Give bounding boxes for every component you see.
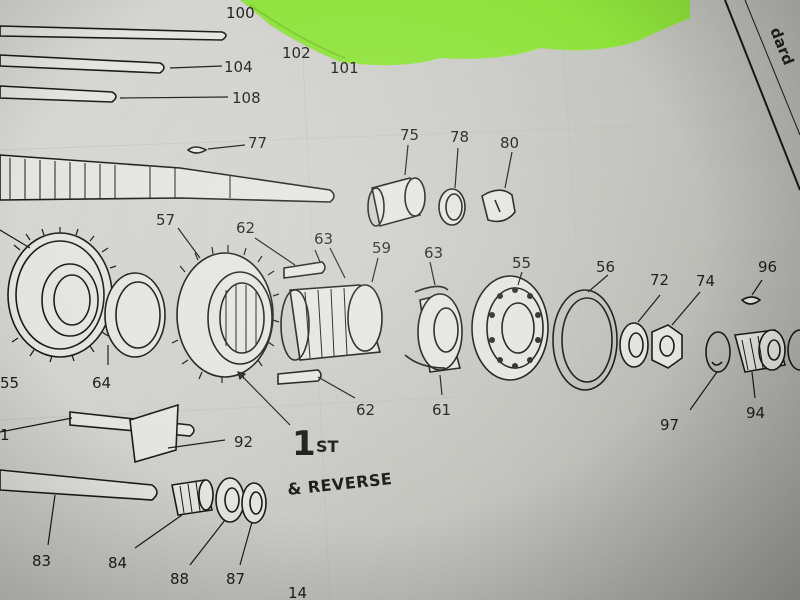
label-55-left: 55: [0, 374, 19, 392]
hub-61: [417, 293, 463, 373]
label-92: 92: [234, 433, 253, 451]
ring-80: [481, 189, 516, 223]
label-101: 101: [330, 59, 359, 77]
label-61: 61: [432, 401, 451, 419]
label-57: 57: [156, 211, 175, 229]
page-border: [724, 0, 800, 191]
label-88: 88: [170, 570, 189, 588]
side-heading: dard: [766, 25, 797, 68]
nut-94: [733, 329, 787, 373]
circlip-56: [552, 289, 618, 391]
shaft-100: [0, 25, 227, 41]
label-62-top: 62: [236, 219, 255, 237]
label-96: 96: [758, 258, 777, 276]
label-78: 78: [450, 128, 469, 146]
circlip-63: [414, 285, 449, 293]
mainshaft: [0, 154, 335, 203]
label-108: 108: [232, 89, 261, 107]
washer-64: [104, 272, 166, 358]
sticky-note: [240, 0, 690, 66]
selector-rod: [69, 403, 195, 464]
label-55: 55: [512, 254, 531, 272]
ring-partial: [787, 329, 800, 371]
caption-number: 1: [292, 424, 316, 464]
bearing-55: [471, 275, 549, 381]
pin-62-top: [283, 261, 326, 279]
sleeve-59: [280, 284, 383, 361]
label-97: 97: [660, 416, 679, 434]
label-77: 77: [248, 134, 267, 152]
label-62-bottom: 62: [356, 401, 375, 419]
roller-84: [171, 479, 214, 516]
key-77: [186, 146, 208, 154]
label-102: 102: [282, 44, 311, 62]
label-56: 56: [596, 258, 615, 276]
label-75: 75: [400, 126, 419, 144]
ring-78: [438, 188, 466, 226]
washer-72: [619, 322, 649, 368]
label-1: 1: [0, 426, 10, 444]
label-63-mid: 63: [424, 244, 443, 262]
label-64: 64: [92, 374, 111, 392]
caption-suffix: ST: [316, 437, 339, 456]
label-74: 74: [696, 272, 715, 290]
label-63-top: 63: [314, 230, 333, 248]
pin-62-bottom: [277, 369, 322, 385]
label-72: 72: [650, 271, 669, 289]
gear-cluster-left: [7, 227, 119, 363]
reverse-shaft-83: [0, 469, 158, 501]
caption-1st-reverse: 1 ST & REVERSE: [286, 424, 393, 499]
part-labels: 100 102 101 104 108 77 75 78 80 57 62 63…: [0, 4, 777, 600]
shaft-104: [0, 54, 223, 74]
washer-97: [705, 331, 731, 373]
label-84: 84: [108, 554, 127, 572]
caption-reverse: & REVERSE: [286, 469, 393, 499]
label-87: 87: [226, 570, 245, 588]
shaft-108: [0, 85, 229, 103]
nut-74: [651, 324, 683, 369]
label-100: 100: [226, 4, 255, 22]
washer-88: [215, 477, 245, 523]
label-94: 94: [746, 404, 765, 422]
bush-75: [367, 177, 426, 227]
label-14: 14: [288, 584, 307, 600]
gear-57: [171, 245, 280, 383]
label-80: 80: [500, 134, 519, 152]
caption-leader: [237, 371, 291, 426]
label-104: 104: [224, 58, 253, 76]
key-96: [740, 296, 762, 305]
washer-87: [241, 482, 267, 524]
label-59: 59: [372, 239, 391, 257]
label-83: 83: [32, 552, 51, 570]
